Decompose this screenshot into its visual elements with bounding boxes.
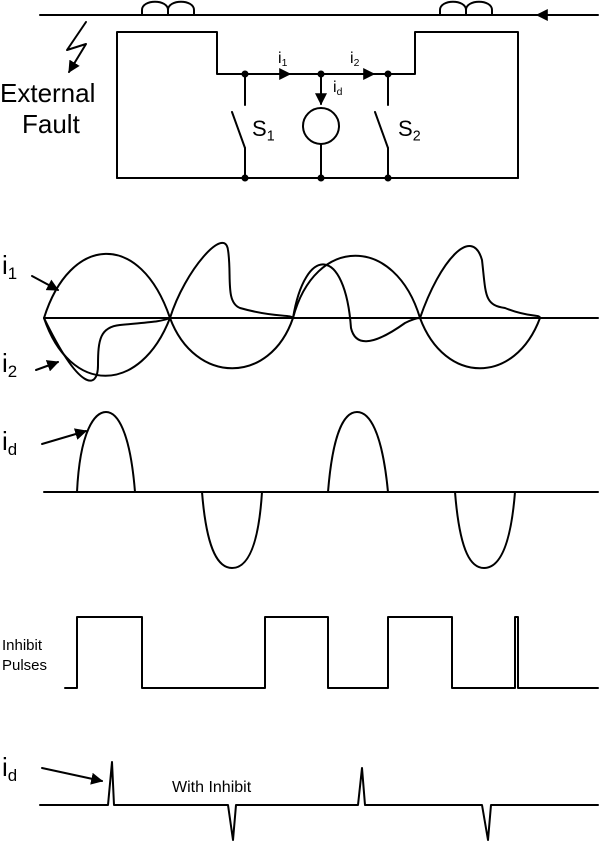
circuit xyxy=(39,0,599,182)
id-pulse-2 xyxy=(201,491,263,569)
inhibit-label: Inhibit Pulses xyxy=(2,637,48,674)
current-wave-3 xyxy=(43,317,171,382)
switch-s2-blade xyxy=(374,111,389,149)
current-wave-2 xyxy=(43,242,541,377)
circuit-i2-label: i2 xyxy=(350,50,360,70)
circuit-i1-label: i1 xyxy=(278,50,288,70)
id-pulse-4 xyxy=(454,491,516,569)
i2-pointer xyxy=(35,360,60,372)
ct-coil-left xyxy=(141,0,195,16)
fault-bolt-icon xyxy=(66,21,87,74)
ct-right-secondary xyxy=(387,31,519,179)
id-inhibit-trace xyxy=(39,761,599,841)
switch-s1-blade xyxy=(231,111,246,149)
current-wave-1 xyxy=(43,252,541,370)
inhibit-pulse-train xyxy=(64,616,599,689)
wave-i2-label: i2 xyxy=(2,348,18,382)
ct-left-secondary xyxy=(116,31,246,179)
switch-s2-label: S2 xyxy=(398,116,421,145)
wave-i1-label: i1 xyxy=(2,250,18,284)
wave-id-inhibit-label: id xyxy=(2,752,18,786)
id-pulse-1 xyxy=(76,411,136,493)
switch-s1-label: S1 xyxy=(252,116,275,145)
ct-coil-right xyxy=(439,0,493,16)
relay-coil xyxy=(302,107,340,145)
junction-dots xyxy=(241,70,392,182)
id-inhibit-plot xyxy=(39,761,599,841)
id-pulse-3 xyxy=(327,411,389,493)
fault-label-line2: Fault xyxy=(22,109,80,139)
i1-i2-plot xyxy=(31,242,599,382)
id-plot xyxy=(41,411,599,569)
fault-label-line1: External xyxy=(0,78,96,108)
i1-pointer xyxy=(31,275,60,291)
circuit-id-label: id xyxy=(333,79,343,99)
with-inhibit-label: With Inhibit xyxy=(172,779,252,796)
wave-id-label: id xyxy=(2,426,18,460)
id-inhibit-pointer xyxy=(41,767,104,785)
id-pointer xyxy=(41,428,88,445)
